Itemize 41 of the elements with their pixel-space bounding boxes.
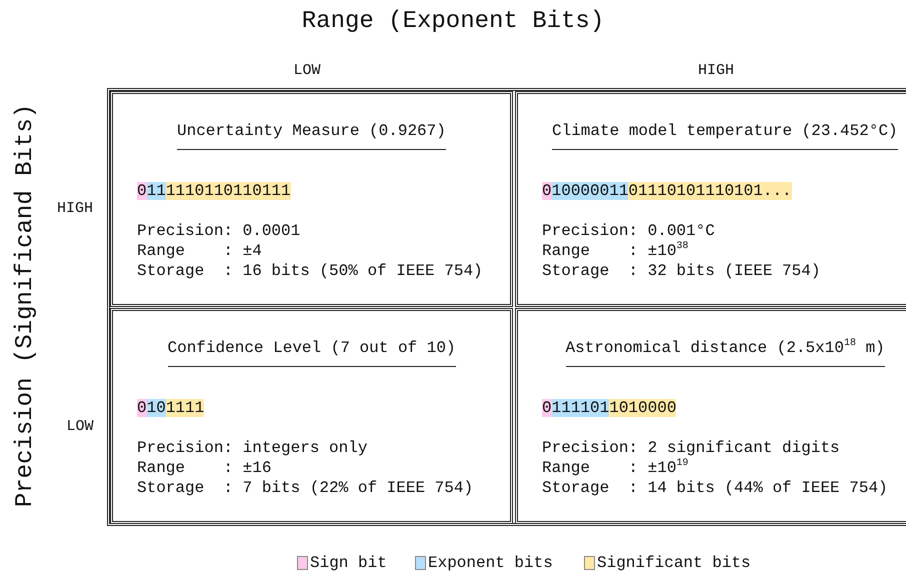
spec-line: Storage : 14 bits (44% of IEEE 754) xyxy=(542,479,888,497)
spec-line: Storage : 7 bits (22% of IEEE 754) xyxy=(137,479,474,497)
spec-line: Precision: 0.001°C xyxy=(542,222,715,240)
significand-bits: 1110110110111 xyxy=(166,182,291,200)
row-heading: HIGH xyxy=(57,200,94,217)
sign-bit: 0 xyxy=(137,182,147,200)
column-heading: HIGH xyxy=(698,62,734,79)
spec-line: Range : ±10$^{19}$ xyxy=(542,459,688,477)
sign-bit: 0 xyxy=(137,399,147,417)
sign-bit: 0 xyxy=(542,399,552,417)
spec-line: Precision: 2 significant digits xyxy=(542,439,840,457)
spec-line: Storage : 16 bits (50% of IEEE 754) xyxy=(137,262,483,280)
spec-line: Range : ±10$^{38}$ xyxy=(542,242,688,260)
exponent-bits: 10 xyxy=(146,399,166,417)
exponent-bits: 111101 xyxy=(552,399,610,417)
quadrant-cell xyxy=(110,91,513,307)
column-heading: LOW xyxy=(294,62,321,79)
cell-heading: Uncertainty Measure (0.9267) xyxy=(177,122,446,150)
row-heading: LOW xyxy=(66,418,94,435)
exponent-bits: 10000011 xyxy=(552,182,628,200)
spec-line: Range : ±16 xyxy=(137,459,272,477)
quadrant-cell xyxy=(110,308,513,524)
chart-title: Range (Exponent Bits) xyxy=(300,8,606,35)
spec-line: Precision: 0.0001 xyxy=(137,222,300,240)
legend-label: Exponent bits xyxy=(428,554,553,571)
significand-bits: 1010000 xyxy=(609,399,676,417)
cell-heading: Climate model temperature (23.452°C) xyxy=(552,122,898,150)
exponent-bits: 11 xyxy=(146,182,166,200)
axis-title: Precision (Significand Bits) xyxy=(12,103,39,507)
legend-label: Significant bits xyxy=(597,554,751,571)
significand-bits: 01110101110101... xyxy=(628,182,792,200)
spec-line: Storage : 32 bits (IEEE 754) xyxy=(542,262,820,280)
quadrant-cell xyxy=(515,308,906,524)
quadrant-cell xyxy=(515,91,906,307)
spec-line: Precision: integers only xyxy=(137,439,368,457)
spec-line: Range : ±4 xyxy=(137,242,262,260)
cell-heading: Astronomical distance (2.5x10$^{18}$ m) xyxy=(566,339,885,367)
sign-bit: 0 xyxy=(542,182,552,200)
significand-bits: 1111 xyxy=(166,399,204,417)
cell-heading: Confidence Level (7 out of 10) xyxy=(168,339,456,367)
legend-label: Sign bit xyxy=(310,554,387,571)
